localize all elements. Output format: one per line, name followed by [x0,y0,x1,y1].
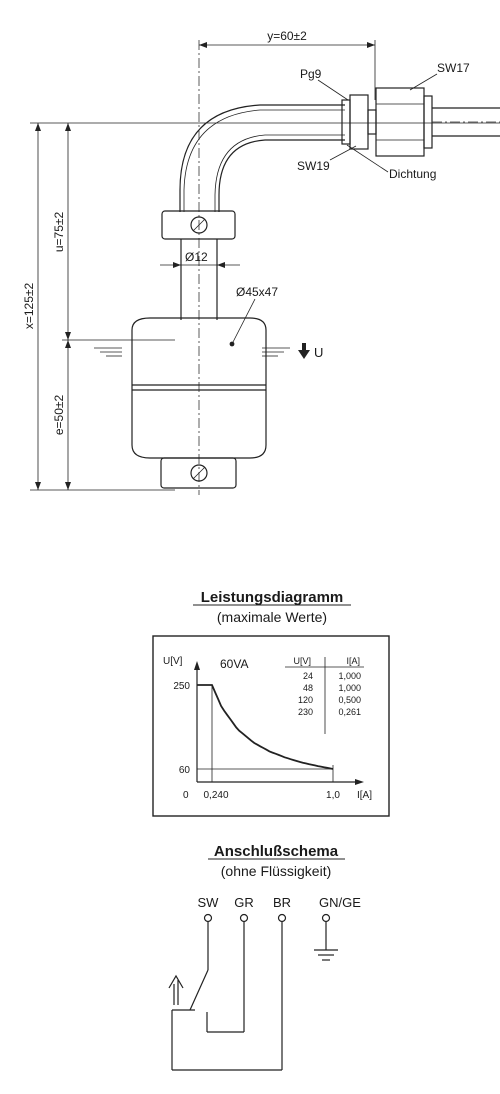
table-header-u: U[V] [293,656,311,666]
lower-collar-screw [190,464,208,482]
table-header-i: I[A] [346,656,360,666]
nut-sw19 [349,94,369,150]
seal-ring [341,99,351,145]
performance-section: Leistungsdiagramm (maximale Werte) U[V] … [152,589,390,817]
label-pg9: Pg9 [300,67,322,81]
liquid-level-marks-right [262,347,290,357]
x-tick-0240: 0,240 [203,790,228,801]
label-u: U [314,345,323,360]
float-switch-drawing: y=60±2 x=125±2 u=75±2 e=50±2 [22,29,500,495]
table-row: 1,000 [338,671,361,681]
dim-u-label: u=75±2 [52,212,66,253]
power-curve-line [197,684,334,770]
table-row: 48 [303,683,313,693]
pipe-outer-wall [179,104,345,212]
table-row: 0,261 [338,707,361,717]
terminal-label: GN/GE [319,895,361,910]
table-row: 230 [298,707,313,717]
y-tick-250: 250 [173,681,190,692]
performance-frame [152,635,390,817]
connection-title: Anschlußschema [214,843,339,860]
dia-stem-label: Ø12 [185,250,208,264]
table-row: 1,000 [338,683,361,693]
dia-float-label: Ø45x47 [236,285,278,299]
label-dichtung: Dichtung [389,167,436,181]
lower-stop-collar [160,457,237,489]
connection-section: Anschlußschema (ohne Flüssigkeit) SW GR … [168,843,361,1071]
upper-stop-collar [161,210,236,240]
label-sw17: SW17 [437,61,470,75]
x-axis-label: I[A] [357,790,372,801]
ground-icon [314,949,338,961]
table-row: 0,500 [338,695,361,705]
terminal-gnge [321,913,331,923]
performance-title: Leistungsdiagramm [201,589,344,606]
origin-label: 0 [183,790,189,801]
terminal-sw [203,913,213,923]
switch-contact-arm [189,969,209,1011]
y-axis-label: U[V] [163,656,183,667]
label-sw19: SW19 [297,159,330,173]
liquid-level-marks-left [94,347,122,357]
y-tick-60: 60 [179,765,191,776]
dim-e-label: e=50±2 [52,395,66,436]
down-arrow-icon [298,343,310,359]
terminal-br [277,913,287,923]
pipe-inner-wall [218,139,345,212]
terminal-gr [239,913,249,923]
value-table: U[V] I[A] 24 1,000 48 1,000 120 0,500 23… [285,656,364,734]
terminal-label: BR [273,895,291,910]
table-row: 120 [298,695,313,705]
dim-x-label: x=125±2 [22,283,36,330]
connection-subtitle: (ohne Flüssigkeit) [221,863,332,879]
terminal-label: GR [234,895,254,910]
power-label: 60VA [220,657,248,671]
float-body [131,317,267,459]
performance-subtitle: (maximale Werte) [217,609,327,625]
nut-sw17 [375,87,425,157]
x-tick-1: 1,0 [326,790,340,801]
up-arrow-icon [168,974,184,1005]
upper-collar-screw [190,216,208,234]
terminal-label: SW [198,895,220,910]
table-row: 24 [303,671,313,681]
dim-y-label: y=60±2 [267,29,307,43]
